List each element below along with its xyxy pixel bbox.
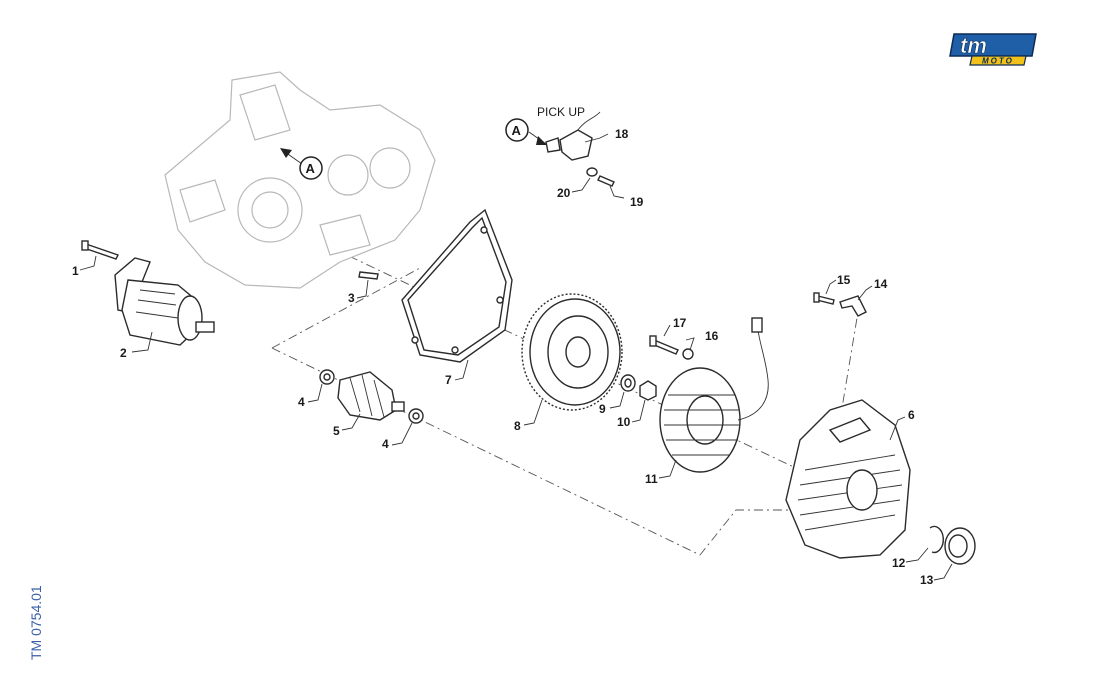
tm-moto-logo: tm MOTO bbox=[949, 33, 1037, 66]
circlip-12 bbox=[929, 525, 944, 554]
part-number-labels: 1 2 3 4 4 5 6 7 8 9 10 11 12 13 14 15 16… bbox=[72, 127, 934, 587]
callout-a-label: A bbox=[306, 161, 316, 176]
part-number-15: 15 bbox=[837, 273, 851, 287]
logo-main-text: tm bbox=[960, 33, 987, 58]
part-number-1: 1 bbox=[72, 264, 79, 278]
part-number-4-left: 4 bbox=[298, 395, 305, 409]
pickup-washer-screw bbox=[586, 167, 615, 187]
part-number-8: 8 bbox=[514, 419, 521, 433]
part-number-16: 16 bbox=[705, 329, 719, 343]
part-number-6: 6 bbox=[908, 408, 915, 422]
part-number-11: 11 bbox=[645, 472, 658, 486]
part-number-3: 3 bbox=[348, 291, 355, 305]
part-number-19: 19 bbox=[630, 195, 644, 209]
bushing-4-left bbox=[319, 369, 335, 385]
washer-16 bbox=[682, 348, 694, 360]
part-number-17: 17 bbox=[673, 316, 687, 330]
bolt-17 bbox=[649, 335, 679, 355]
reference-code: TM 0754.01 bbox=[28, 585, 44, 660]
part-number-14: 14 bbox=[874, 277, 888, 291]
cap-13 bbox=[944, 527, 976, 565]
part-number-7: 7 bbox=[445, 373, 452, 387]
part-number-12: 12 bbox=[892, 556, 906, 570]
part-number-18: 18 bbox=[615, 127, 629, 141]
pickup-sensor: PICK UP A bbox=[505, 105, 601, 161]
crankcase-ghost bbox=[164, 71, 436, 289]
logo-sub-text: MOTO bbox=[982, 57, 1014, 66]
washer-9 bbox=[620, 374, 636, 392]
dowel-pin-3 bbox=[358, 271, 379, 280]
bolt-15 bbox=[813, 292, 835, 305]
generator-cover-6 bbox=[785, 399, 911, 559]
nut-10 bbox=[639, 380, 657, 401]
leader-lines bbox=[79, 133, 953, 581]
part-number-13: 13 bbox=[920, 573, 934, 587]
bushing-4-right bbox=[408, 408, 424, 424]
flywheel-gear-8 bbox=[521, 293, 623, 411]
intermediate-gear-5 bbox=[337, 371, 405, 421]
callout-a-pickup-label: A bbox=[512, 123, 522, 138]
part-number-20: 20 bbox=[557, 186, 571, 200]
pickup-title: PICK UP bbox=[537, 105, 585, 119]
starter-motor bbox=[114, 257, 215, 346]
callout-a-crankcase: A bbox=[280, 148, 323, 180]
part-number-10: 10 bbox=[617, 415, 631, 429]
bolt-1 bbox=[81, 240, 119, 260]
part-number-4-right: 4 bbox=[382, 437, 389, 451]
stator-11 bbox=[659, 317, 769, 473]
cover-gasket-7 bbox=[401, 208, 513, 363]
cable-clamp-14 bbox=[839, 295, 867, 317]
part-number-9: 9 bbox=[599, 402, 606, 416]
part-number-5: 5 bbox=[333, 424, 340, 438]
part-number-2: 2 bbox=[120, 346, 127, 360]
